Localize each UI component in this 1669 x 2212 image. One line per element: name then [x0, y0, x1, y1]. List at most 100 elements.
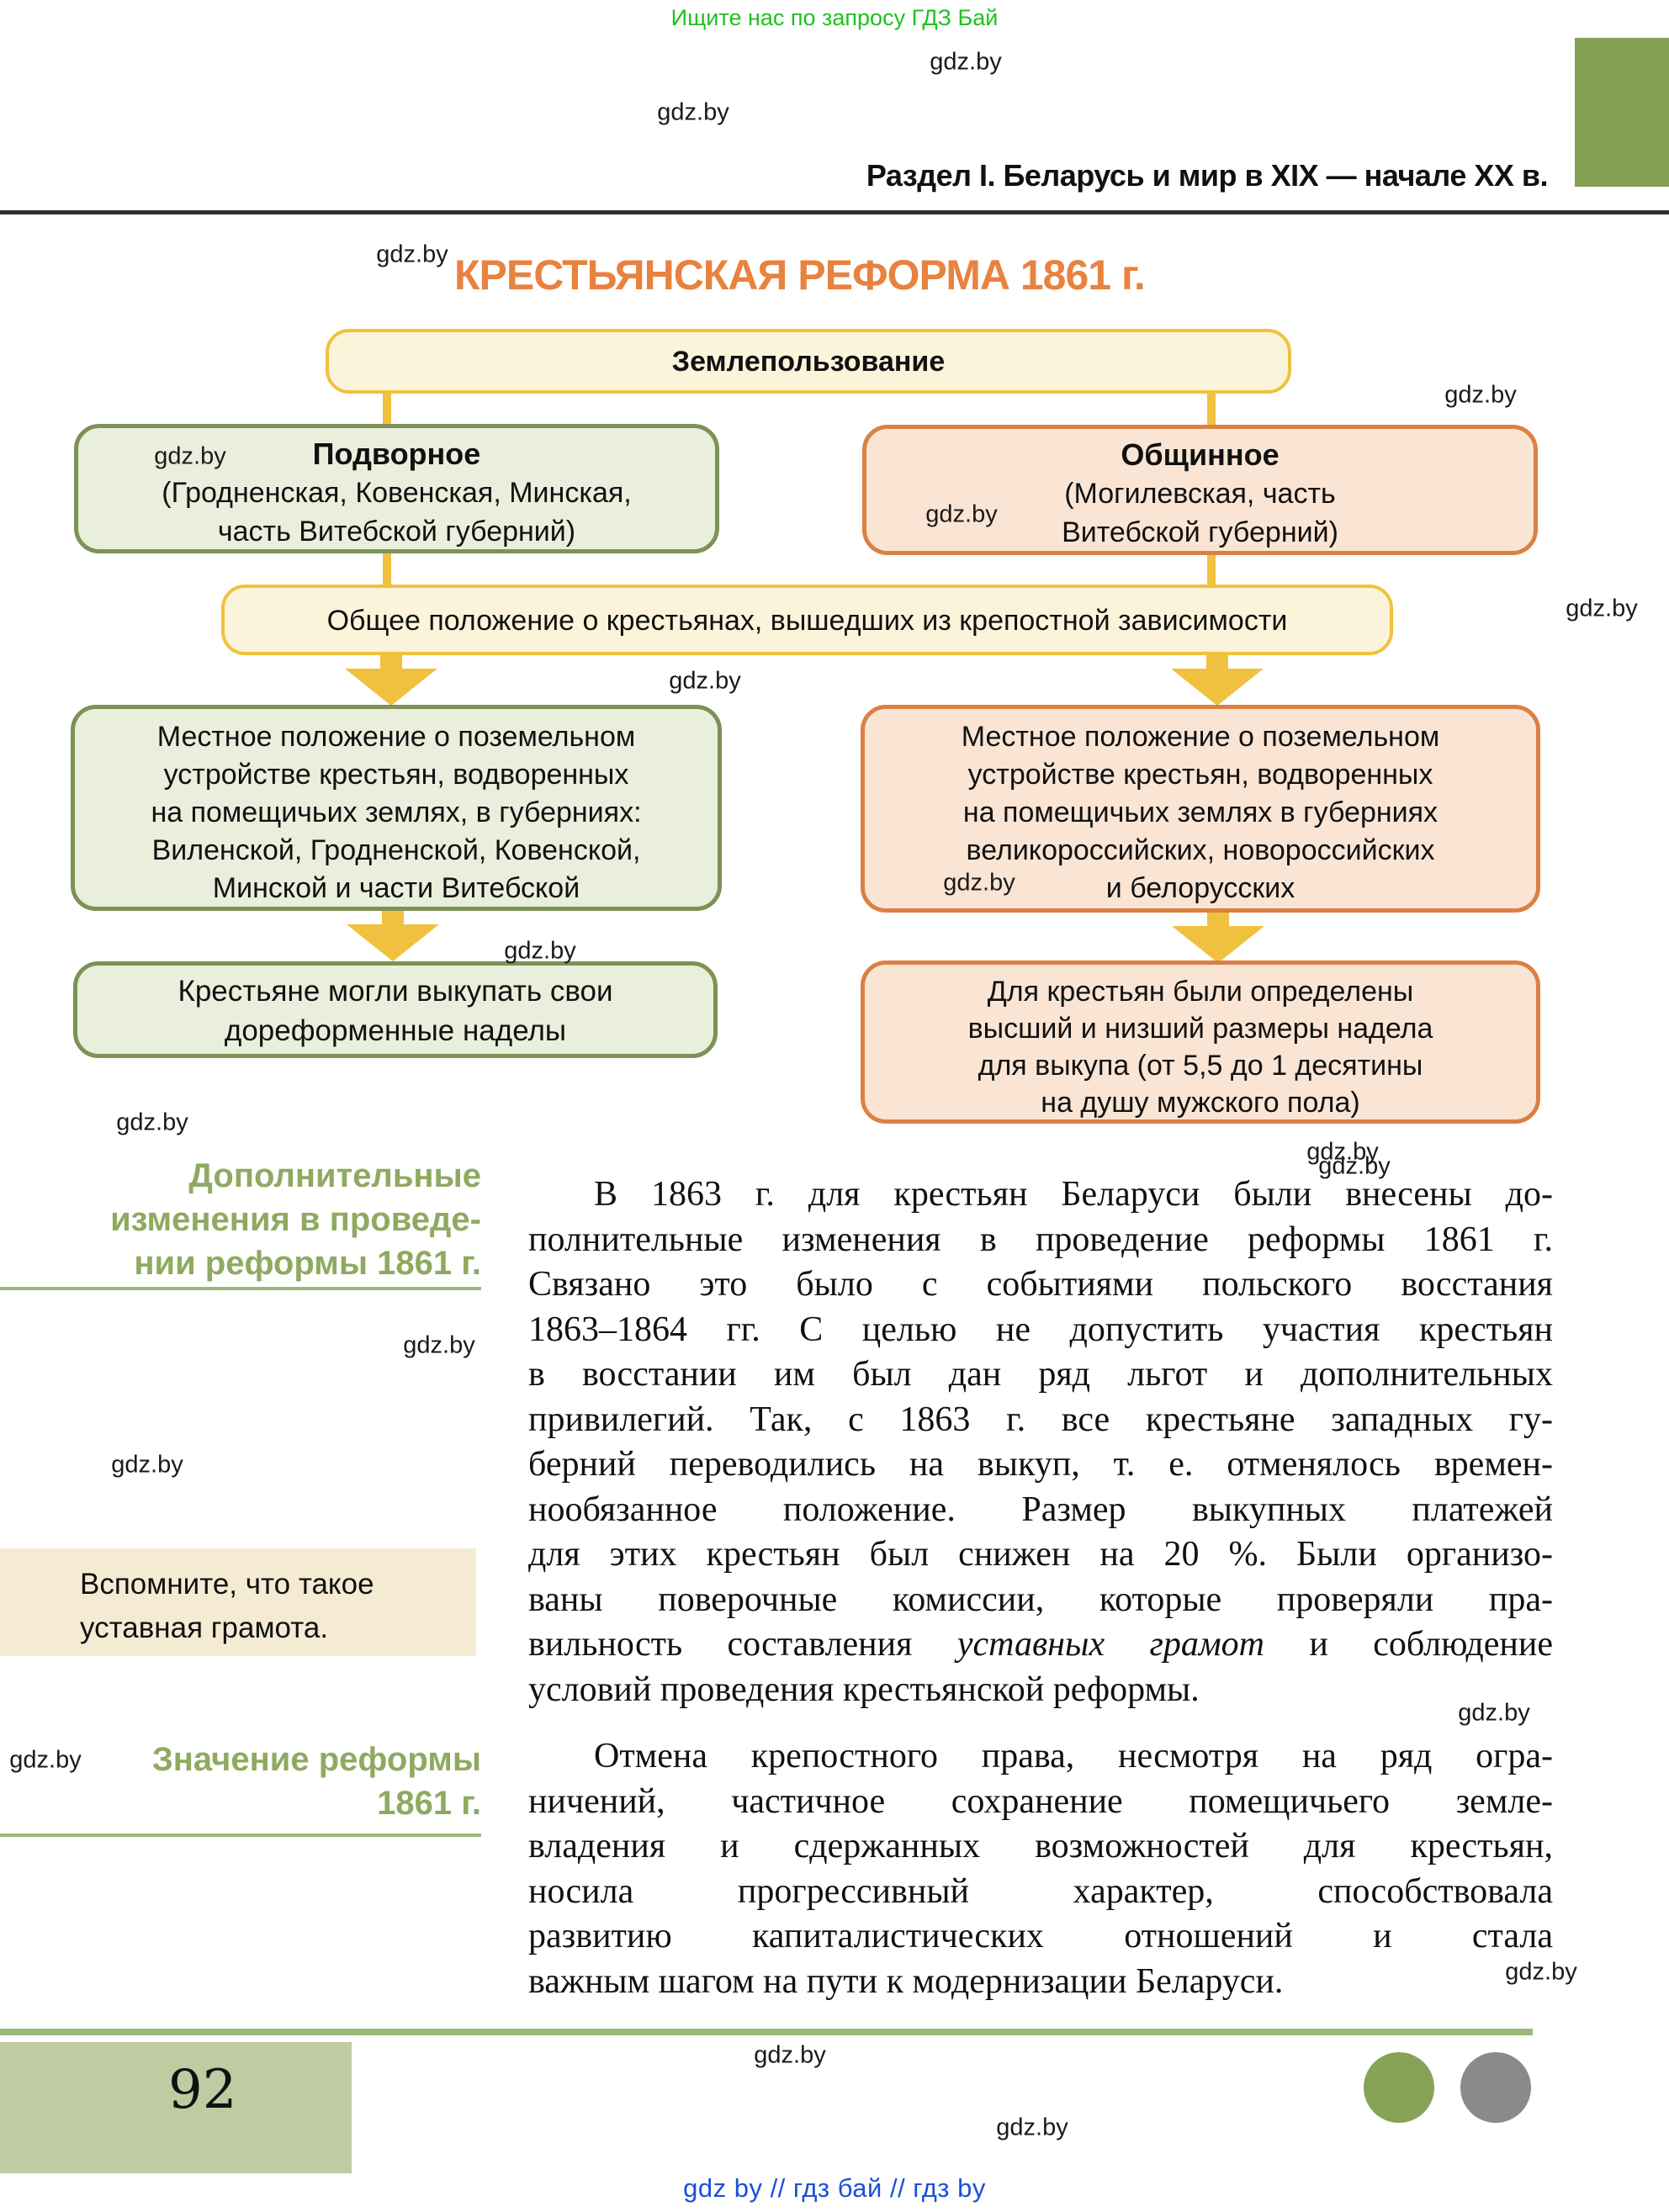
text-line: ничений, частичное сохранение помещичьег… [528, 1781, 1553, 1821]
page-edge-tab [1575, 38, 1669, 187]
sidebar-divider [0, 1287, 481, 1290]
gdz-watermark: gdz.by [1566, 595, 1638, 622]
connector-line [1207, 390, 1216, 428]
text-line: уставная грамота. [80, 1611, 329, 1644]
text-line: условий проведения крестьянской реформы. [528, 1670, 1200, 1709]
text-line: Вспомните, что такое [80, 1568, 374, 1601]
diagram-box-redeem-allotments: Крестьяне могли выкупать свои дореформенн… [73, 961, 718, 1058]
gdz-watermark: gdz.by [754, 2041, 826, 2069]
box-title: Общинное [1121, 437, 1280, 472]
green-dot-icon [1364, 2052, 1434, 2123]
gdz-watermark: gdz.by [376, 241, 448, 268]
text-line: развитию капиталистических отношений и с… [528, 1917, 1553, 1955]
text-line: высший и низший размеры надела [967, 1013, 1433, 1045]
header-divider [0, 210, 1669, 214]
page-number: 92 [168, 2059, 237, 2121]
promo-text: Ищите нас по запросу ГДЗ Бай [670, 5, 999, 30]
gdz-watermark: gdz.by [1505, 1958, 1577, 1986]
diagram-box-general-statute: Общее положение о крестьянах, вышедших и… [221, 585, 1393, 655]
gdz-watermark: gdz.by [154, 442, 226, 470]
text-line: для выкупа (от 5,5 до 1 десятины [978, 1050, 1423, 1082]
text-line: Местное положение о поземельном [961, 721, 1440, 753]
gdz-watermark: gdz.by [111, 1451, 183, 1479]
gdz-watermark: gdz.by [925, 500, 998, 528]
text-line: на помещичьих землях, в губерниях: [151, 796, 642, 828]
gdz-watermark: gdz.by [403, 1331, 475, 1359]
text-line: берний переводились на выкуп, т. е. отме… [528, 1445, 1553, 1484]
page-number-box [0, 2042, 352, 2173]
diagram-box-podvornoe: Подворное (Гродненская, Ковенская, Минск… [74, 424, 719, 553]
text-line: Витебской губерний) [1062, 516, 1338, 548]
text-line: великороссийских, новороссийских [966, 834, 1435, 866]
text-line: изменения в проведе- [110, 1201, 481, 1238]
text-line: Отмена крепостного права, несмотря на ря… [594, 1737, 1553, 1775]
text-line: важным шагом на пути к модернизации Бела… [528, 1961, 1284, 2001]
arrow-down-icon [380, 655, 402, 670]
text-line: владения и сдержанных возможностей для к… [528, 1827, 1553, 1865]
text-line: (Гродненская, Ковенская, Минская, [162, 477, 632, 509]
text-line: на помещичьих землях в губерниях [962, 796, 1439, 828]
text-line: Крестьяне могли выкупать свои [177, 975, 613, 1008]
gdz-watermark: gdz.by [930, 48, 1002, 76]
box-title: Подворное [312, 437, 481, 471]
diagram-title: КРЕСТЬЯНСКАЯ РЕФОРМА 1861 г. [454, 251, 1146, 299]
text-line: дореформенные наделы [224, 1014, 567, 1047]
arrow-down-icon [1206, 655, 1228, 670]
text-line: нообязанное положение. Размер выкупных п… [528, 1490, 1553, 1529]
gdz-watermark: gdz.by [1306, 1138, 1379, 1166]
diagram-box-local-statute-east: Местное положение о поземельном устройств… [861, 705, 1540, 913]
text-line: Минской и части Витебской [212, 872, 580, 904]
gdz-watermark: gdz.by [657, 98, 729, 126]
arrow-down-icon [1171, 669, 1264, 706]
text-line: Связано это было с событиями польского в… [528, 1265, 1553, 1304]
text-line: для этих крестьян был снижен на 20 %. Бы… [528, 1535, 1553, 1574]
text-line: вильность составления уставных грамот и … [528, 1625, 1553, 1664]
text-line: устройстве крестьян, водворенных [967, 759, 1433, 791]
text-line: Для крестьян были определены [987, 976, 1414, 1008]
gdz-watermark: gdz.by [669, 667, 741, 695]
text-line: привилегий. Так, с 1863 г. все крестьяне… [528, 1400, 1553, 1439]
text-line: нии реформы 1861 г. [134, 1245, 481, 1282]
body-paragraph: Отмена крепостного права, несмотря на ря… [528, 1734, 1553, 2004]
text-line: и белорусских [1105, 872, 1295, 904]
text-line: часть Витебской губерний) [217, 516, 576, 548]
text-line: (Могилевская, часть [1064, 478, 1336, 510]
text-line: на душу мужского пола) [1041, 1087, 1360, 1119]
section-header: Раздел I. Беларусь и мир в XIX — начале … [866, 158, 1549, 193]
sidebar-divider [0, 1834, 481, 1837]
connector-line [383, 390, 391, 427]
gdz-watermark: gdz.by [1444, 381, 1517, 409]
text-line: в восстании им был дан ряд льгот и допол… [528, 1355, 1553, 1394]
text-line: Местное положение о поземельном [156, 721, 636, 753]
arrow-down-icon [347, 924, 439, 961]
arrow-down-icon [1207, 913, 1229, 928]
text-line: Дополнительные [188, 1157, 481, 1194]
gdz-watermark: gdz.by [996, 2114, 1068, 2141]
text-line: носила прогрессивный характер, способств… [528, 1871, 1553, 1911]
arrow-down-icon [382, 911, 404, 926]
footer-links[interactable]: gdz by // гдз бай // гдз by [683, 2173, 986, 2203]
text-line: Значение реформы [151, 1741, 481, 1778]
diagram-box-local-statute-west: Местное положение о поземельном устройств… [71, 705, 722, 911]
gdz-watermark: gdz.by [9, 1746, 82, 1774]
recall-task-box: Вспомните, что такое уставная грамота. [0, 1548, 476, 1656]
body-paragraph: В 1863 г. для крестьян Беларуси были вне… [528, 1172, 1553, 1712]
connector-line [383, 552, 391, 587]
gdz-watermark: gdz.by [116, 1109, 188, 1136]
connector-line [1207, 553, 1216, 587]
gdz-watermark: gdz.by [504, 937, 576, 965]
footer-divider [0, 2029, 1533, 2035]
diagram-box-land-use: Землепользование [326, 329, 1291, 394]
sidebar-heading-additional-changes: Дополнительные изменения в проведе-нии ре… [0, 1154, 481, 1285]
text-line: устройстве крестьян, водворенных [163, 759, 629, 791]
text-line: В 1863 г. для крестьян Беларуси были вне… [594, 1175, 1553, 1214]
diagram-box-allotment-sizes: Для крестьян были определены высший и низ… [861, 960, 1540, 1124]
gdz-watermark: gdz.by [943, 869, 1015, 897]
text-line: Виленской, Гродненской, Ковенской, [151, 834, 641, 866]
arrow-down-icon [1172, 926, 1264, 963]
gray-dot-icon [1460, 2052, 1531, 2123]
arrow-down-icon [345, 669, 437, 706]
